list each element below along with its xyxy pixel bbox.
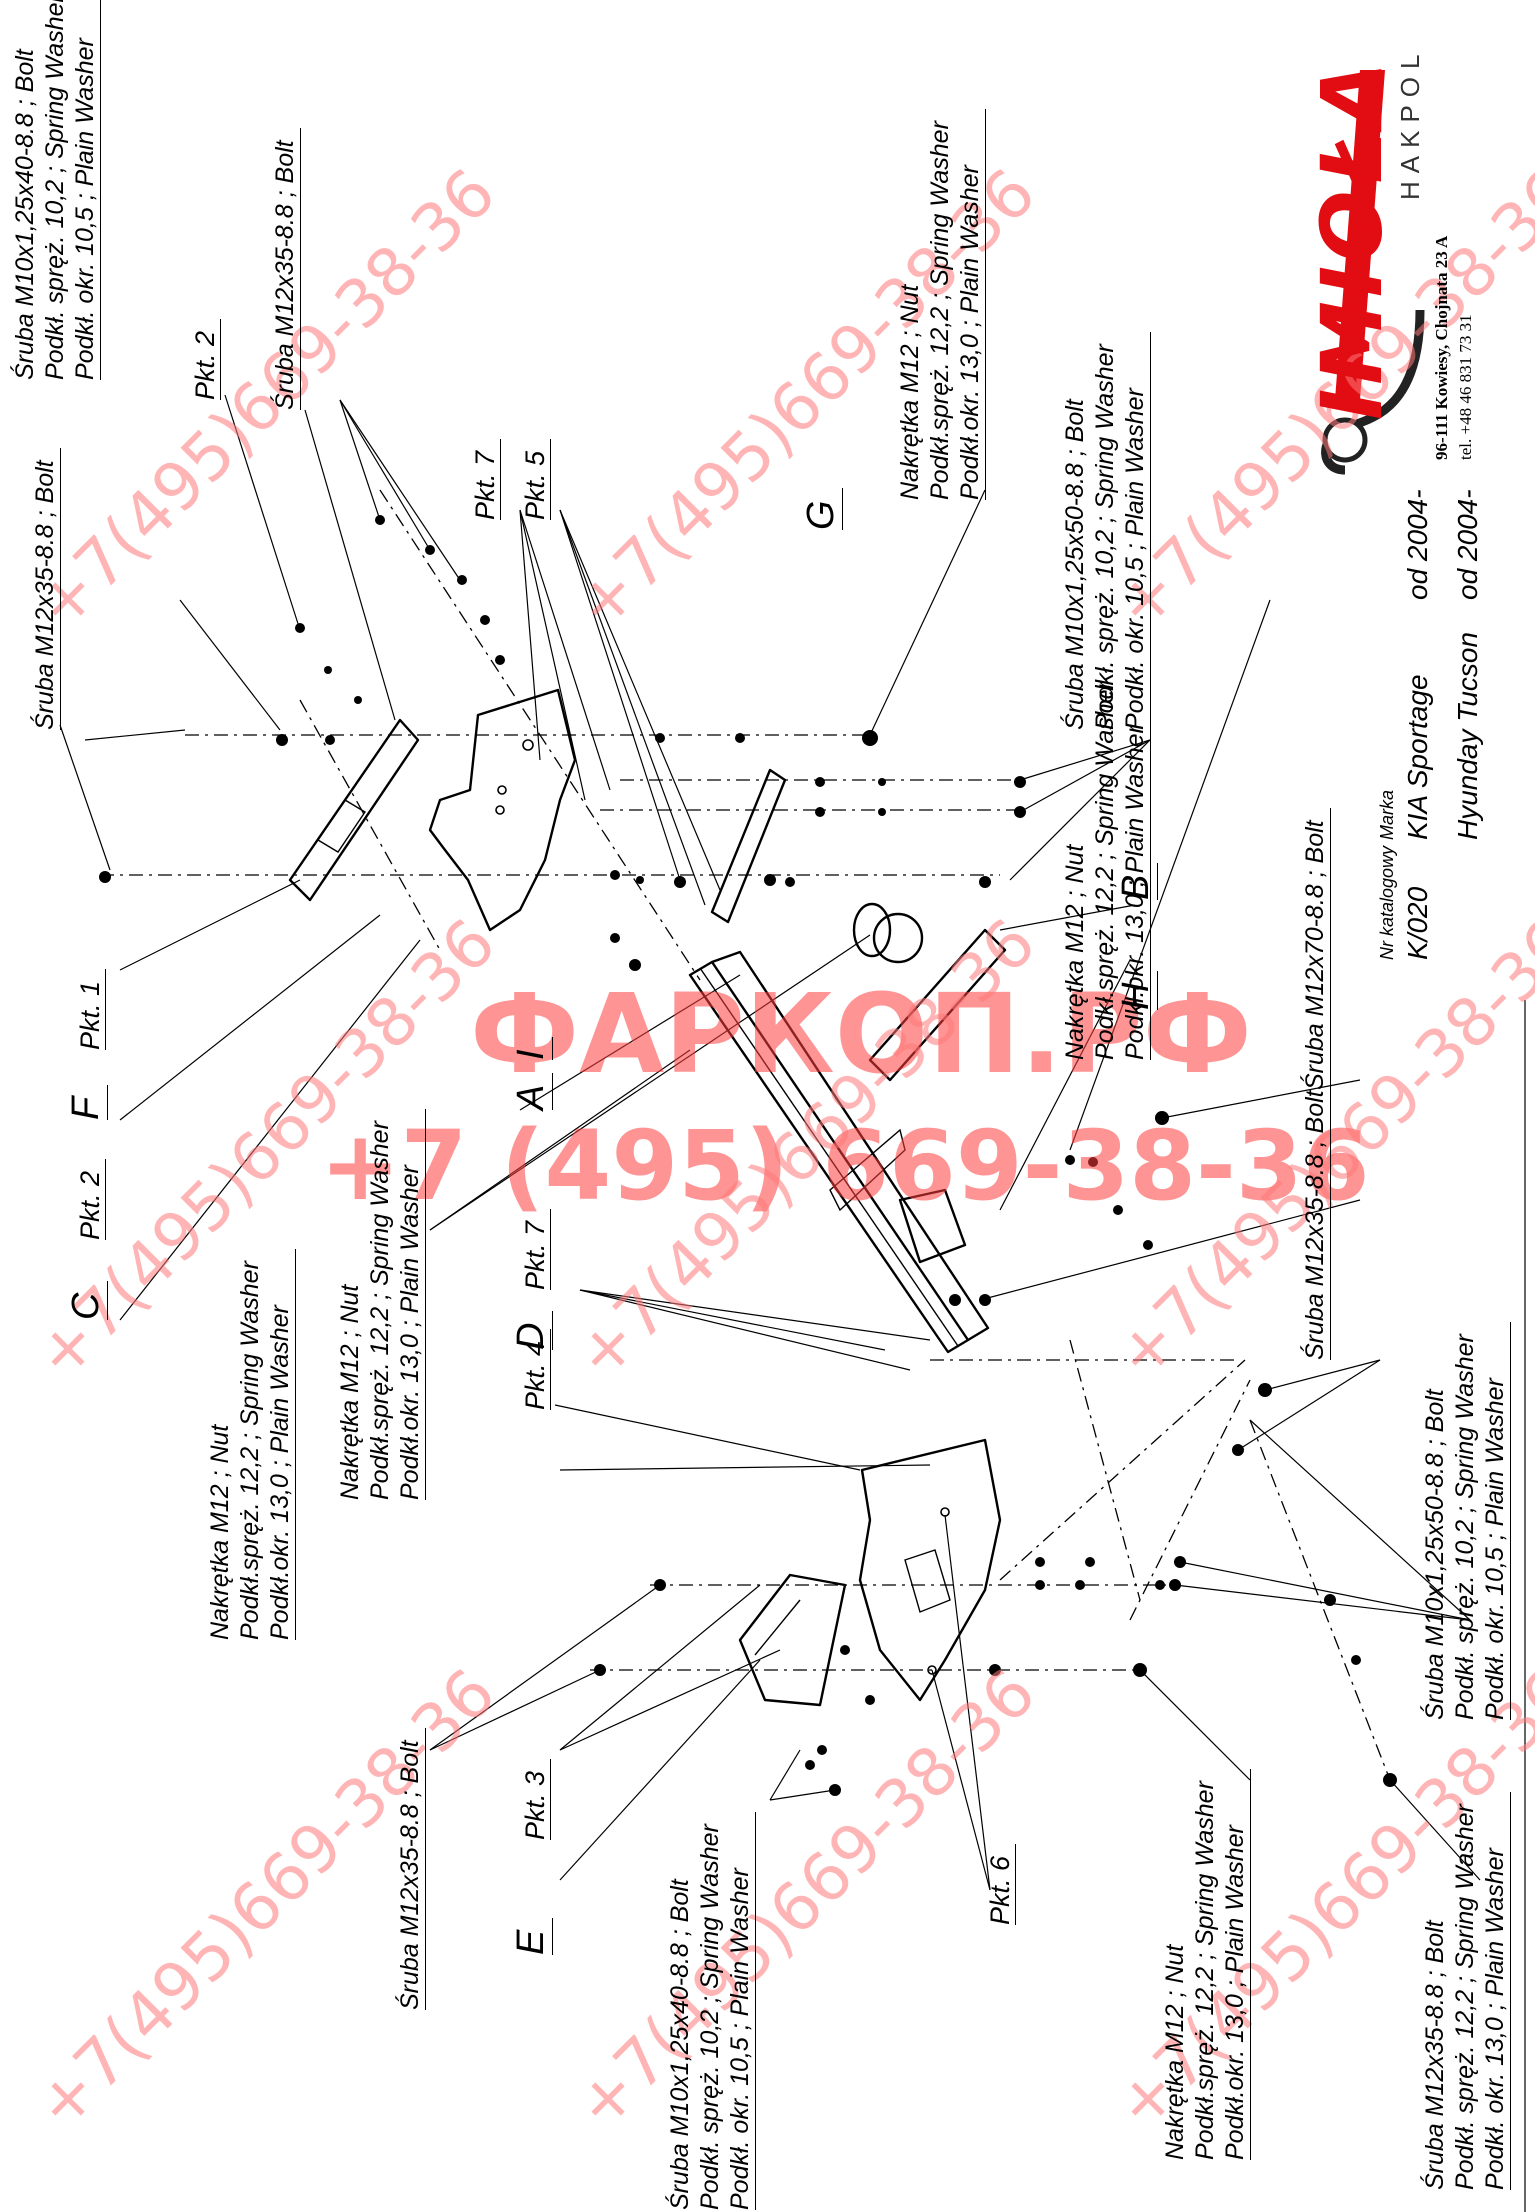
- label-bolt-m12x35-right: Śruba M12x35-8.8 ; Bolt: [1300, 1078, 1331, 1360]
- bracket-left-lower: [858, 1438, 1002, 1702]
- label-nut-m12-top-right: Nakrętka M12 ; Nut Podkł.spręż. 12,2 ; S…: [895, 109, 986, 500]
- watermark-phone-big: +7 (495) 669-38-36: [320, 1110, 1370, 1222]
- socket-plate: [829, 1128, 967, 1264]
- label-nut-m12-left-a: Nakrętka M12 ; Nut Podkł.spręż. 12,2 ; S…: [205, 1249, 296, 1640]
- label-pkt1: Pkt. 1: [75, 968, 106, 1050]
- label-bolt-m12x35-top-left: Śruba M12x35-8.8 ; Bolt: [30, 448, 61, 730]
- logo-address-line: 96-111 Kowiesy, Chojnata 23 A: [1432, 235, 1451, 460]
- label-bolt-m10x40-bottom: Śruba M10x1,25x40-8.8 ; Bolt Podkł. sprę…: [665, 1812, 756, 2210]
- watermark-site: ФАРКОП.РФ: [470, 970, 1252, 1098]
- label-i: I: [510, 1037, 553, 1060]
- label-bolt-m12x35-bottom-right: Śruba M12x35-8.8 ; Bolt Podkł. spręż. 12…: [1420, 1792, 1511, 2190]
- label-pkt3: Pkt. 3: [520, 1758, 551, 1840]
- label-pkt5-top: Pkt. 5: [520, 438, 551, 520]
- catalog-number: K/020: [1402, 886, 1433, 960]
- label-pkt2-top: Pkt. 2: [190, 318, 221, 400]
- label-pkt2-mid: Pkt. 2: [75, 1158, 106, 1240]
- label-b: B: [1115, 862, 1158, 900]
- label-nut-m12-bottom: Nakrętka M12 ; Nut Podkł.spręż. 12,2 ; S…: [1160, 1769, 1251, 2160]
- logo-hook-icon: [1321, 70, 1425, 475]
- leader-lines: [59, 394, 1481, 1891]
- logo-address: 96-111 Kowiesy, Chojnata 23 A tel. +48 4…: [1430, 236, 1478, 460]
- label-bolt-m10x40-top: Śruba M10x1,25x40-8.8 ; Bolt Podkł. sprę…: [10, 0, 101, 380]
- label-e: E: [510, 1917, 553, 1955]
- logo-sub: HAKPOL: [1395, 46, 1425, 201]
- label-pkt7-mid: Pkt. 7: [520, 1208, 551, 1290]
- fasteners: [99, 515, 1397, 1796]
- label-g: G: [800, 488, 843, 530]
- bracket-right-upper: [428, 688, 577, 932]
- label-pkt7-top: Pkt. 7: [470, 438, 501, 520]
- label-nut-m12-left-b: Nakrętka M12 ; Nut Podkł.spręż. 12,2 ; S…: [335, 1109, 426, 1500]
- logo-phone: tel. +48 46 831 73 31: [1456, 314, 1475, 460]
- plate-g: [710, 768, 787, 924]
- vehicle-1-name: KIA Sportage: [1402, 674, 1433, 840]
- label-a: A: [510, 1072, 553, 1110]
- label-bolt-m12x35-bottom-left: Śruba M12x35-8.8 ; Bolt: [395, 1728, 426, 2010]
- label-f: F: [65, 1084, 108, 1120]
- vehicle-2-name: Hyunday Tucson: [1452, 631, 1483, 840]
- label-h: H: [1115, 970, 1158, 1010]
- tow-ball: [852, 902, 1007, 1082]
- logo-brand: IMIOŁA: [1303, 58, 1401, 420]
- u-bracket-upper: [288, 718, 420, 902]
- assembly-lines: [100, 489, 1391, 1781]
- logo-sub-block: HAKPOL: [1395, 47, 1425, 201]
- label-bolt-m12x70: Śruba M12x70-8.8 ; Bolt: [1300, 808, 1331, 1090]
- logo: IMIOŁA: [1303, 58, 1401, 420]
- cross-beam: [688, 950, 990, 1354]
- label-pkt6: Pkt. 6: [985, 1843, 1016, 1925]
- label-bolt-m12x35-top-mid: Śruba M12x35-8.8 ; Bolt: [270, 128, 301, 410]
- u-bracket-lower: [738, 1573, 847, 1707]
- label-c: C: [65, 1280, 108, 1320]
- vehicle-1-year: od 2004-: [1402, 489, 1433, 600]
- label-pkt4: Pkt. 4: [520, 1328, 551, 1410]
- vehicle-2-year: od 2004-: [1452, 489, 1483, 600]
- label-bolt-m10x50-bottom-right: Śruba M10x1,25x50-8.8 ; Bolt Podkł. sprę…: [1420, 1322, 1511, 1720]
